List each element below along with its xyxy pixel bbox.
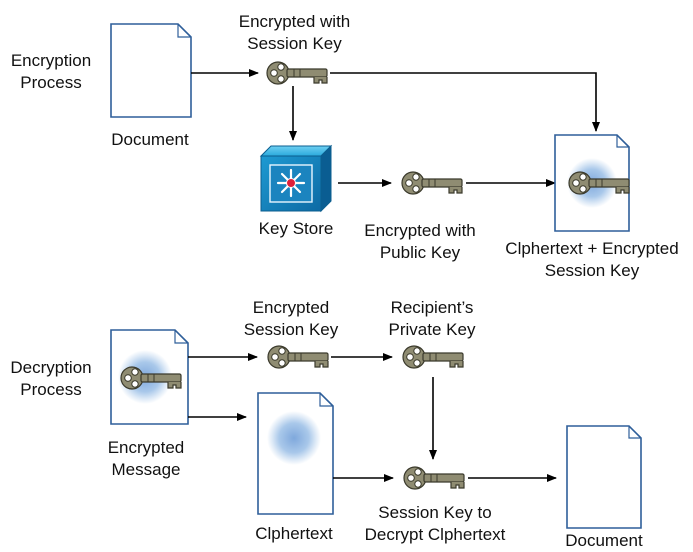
key-store-label: Key Store bbox=[258, 219, 334, 238]
ciphertext-document-icon bbox=[257, 392, 334, 515]
decrypt-session-key-icon bbox=[403, 466, 465, 490]
private-key-icon bbox=[402, 345, 464, 369]
session-key-label: Encrypted with Session Key bbox=[238, 12, 351, 53]
encrypted-message-label: Encrypted Message bbox=[107, 438, 185, 479]
ciphertext-label: Clphertext bbox=[255, 524, 333, 543]
public-key-label: Encrypted with Public Key bbox=[364, 221, 476, 262]
decryption-process-title: Decryption Process bbox=[10, 358, 92, 399]
decrypt-key-label: Session Key to Decrypt Clphertext bbox=[364, 503, 506, 544]
decrypted-document-icon bbox=[566, 425, 642, 529]
document-icon bbox=[110, 23, 192, 118]
encrypted-session-key-label: Encrypted Session Key bbox=[243, 298, 339, 339]
key-store-icon bbox=[259, 144, 333, 213]
result-label: Clphertext + Encrypted Session Key bbox=[505, 239, 679, 280]
document-label: Document bbox=[111, 130, 189, 149]
decrypted-document-label: Document bbox=[565, 531, 643, 550]
encryption-process-title: Encryption Process bbox=[10, 51, 92, 92]
private-key-label: Recipient’s Private Key bbox=[388, 298, 476, 339]
session-key-icon bbox=[266, 61, 328, 85]
encrypted-session-key-icon bbox=[267, 345, 329, 369]
arrow-session-key-to-result bbox=[330, 72, 600, 132]
public-key-icon bbox=[401, 171, 463, 195]
